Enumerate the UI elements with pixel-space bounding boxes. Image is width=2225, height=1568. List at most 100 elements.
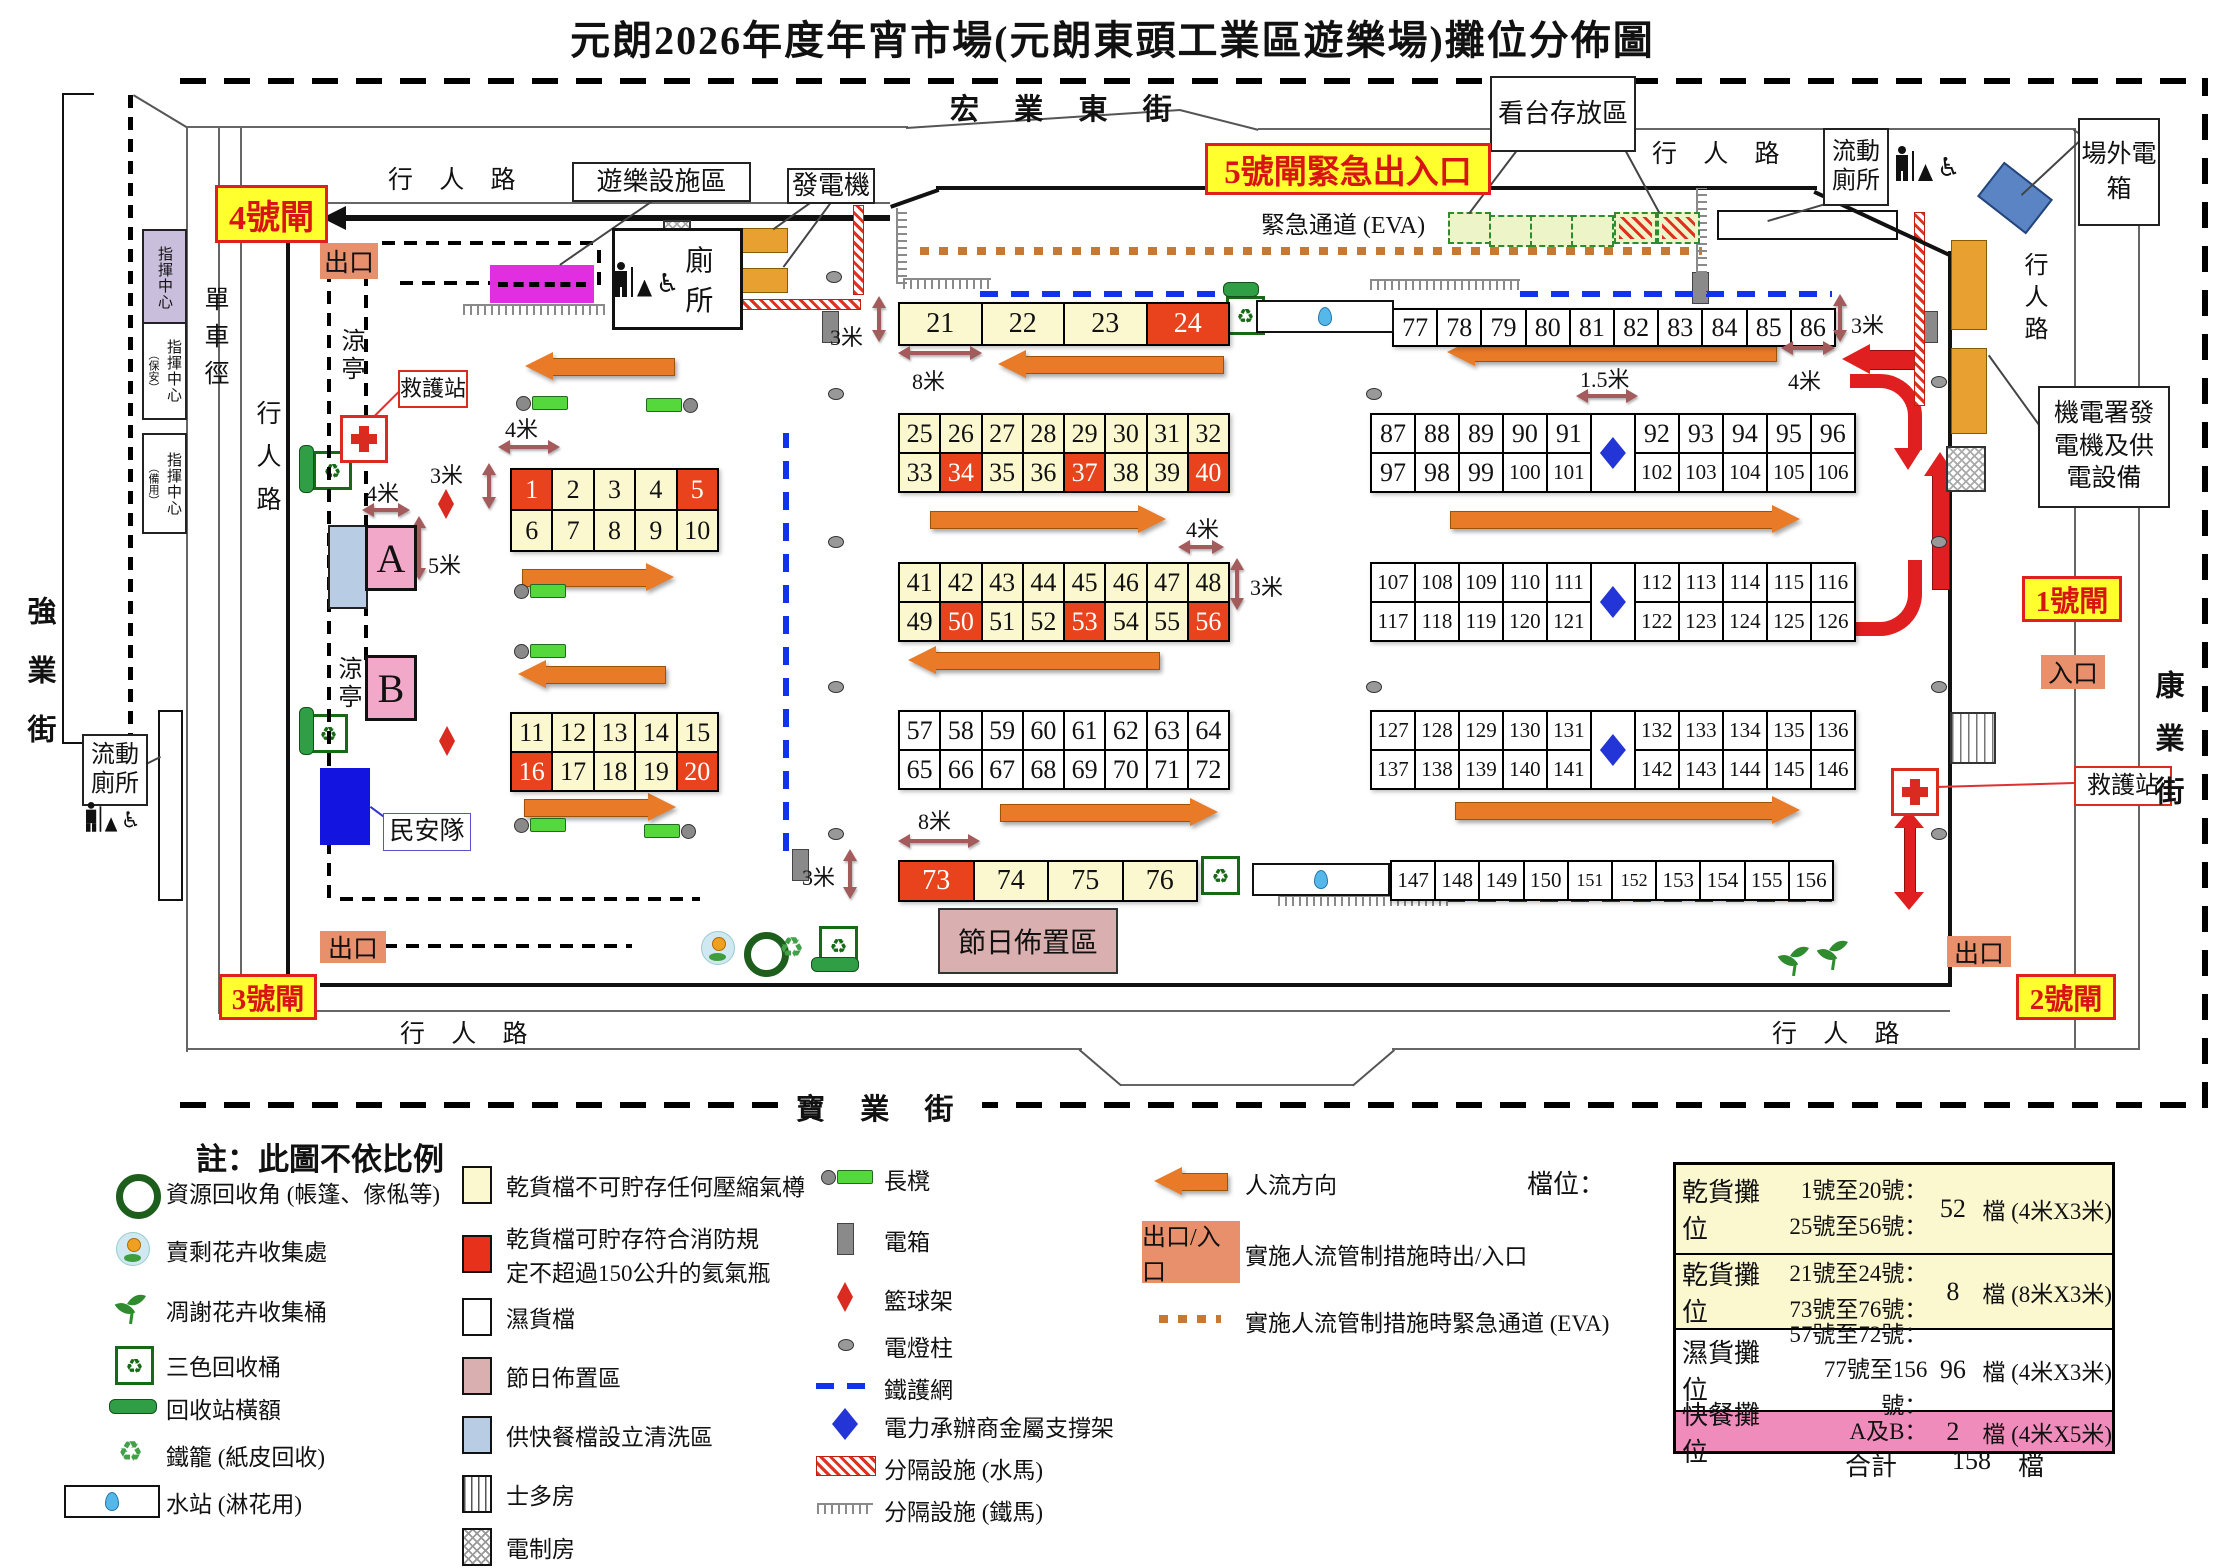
electric-box-icon [822, 311, 839, 343]
stall-cell: 112 [1635, 564, 1678, 601]
stall-cell: 57 [900, 712, 940, 749]
stall-cell: 86 [1791, 310, 1834, 345]
legend-label: 電箱 [884, 1230, 930, 1255]
measure-label: 8米 [912, 369, 946, 394]
stall-cell: 105 [1767, 454, 1810, 491]
wheelchair-icon: ♿ [1937, 153, 1961, 183]
eva-route-dots [920, 247, 1702, 255]
lamp-post-icon [1931, 376, 1947, 388]
stall-cell: 4 [636, 470, 676, 509]
measure-label: 4米 [1788, 369, 1822, 394]
legend-label: 三色回收桶 [166, 1355, 281, 1380]
stall-cell: 52 [1023, 603, 1063, 640]
legend-label: 回收站橫額 [166, 1398, 281, 1423]
stall-cell: 127 [1372, 712, 1414, 749]
stall-cell: 136 [1811, 712, 1854, 749]
legend-label: 實施人流管制措施時出/入口 [1245, 1244, 1528, 1269]
street-name-east: 康業街 [2151, 670, 2183, 829]
stall-cell: 128 [1415, 712, 1458, 749]
stall-cell: 3 [594, 470, 635, 509]
stall-cell: 54 [1106, 603, 1146, 640]
power-equipment [1951, 348, 1987, 434]
measure-label: 3米 [802, 865, 836, 890]
legend-swatch [462, 1298, 492, 1336]
female-icon [104, 817, 118, 832]
street-dash-east [2202, 78, 2208, 1108]
measure-label: 3米 [830, 325, 864, 350]
map-line [1120, 1084, 1354, 1086]
boundary-line [1260, 186, 1817, 190]
map-line [62, 742, 94, 744]
stall-cell: 5 [677, 470, 717, 509]
water-barrier [853, 205, 864, 295]
exit-box-bottomleft: 出口 [320, 931, 386, 963]
generator-label: 發電機 [787, 168, 875, 204]
store-room [1950, 712, 1996, 764]
toilet-icons: ♿ [86, 802, 141, 832]
eva-route-dots [1159, 1315, 1221, 1323]
flow-arrow [524, 793, 676, 821]
stall-cell: 151 [1568, 862, 1611, 899]
generator-unit [742, 228, 788, 253]
boundary-line [320, 202, 890, 204]
lamp-post-icon [828, 536, 844, 548]
stall-cell: 46 [1106, 564, 1146, 601]
power-support-diamond-icon [1599, 734, 1626, 766]
corridor-dash [364, 268, 368, 660]
water-barrier [737, 299, 861, 310]
measure-label: 4米 [505, 417, 539, 442]
map-line [62, 93, 94, 95]
flow-arrow [1000, 798, 1218, 826]
stall-cell: 23 [1065, 304, 1146, 344]
stall-cell: 10 [677, 511, 717, 550]
water-barrier [1914, 212, 1925, 406]
generator-unit [742, 268, 788, 293]
mobile-toilet-row [1717, 210, 1898, 240]
water-station [1252, 863, 1390, 896]
recycle-banner-icon [811, 957, 859, 972]
measure-label: 1.5米 [1580, 367, 1630, 392]
playground-label: 遊樂設施區 [572, 162, 751, 202]
table-count: 96 [1939, 1355, 1966, 1384]
stall-cell: 121 [1547, 603, 1590, 640]
table-total-unit: 檔 [2018, 1452, 2045, 1481]
measure-arrow [843, 849, 857, 899]
measure-arrow [1230, 558, 1244, 610]
stall-cell: 94 [1723, 415, 1766, 452]
first-aid-label: 救護站 [2074, 766, 2172, 806]
table-total-count: 158 [1952, 1446, 1991, 1475]
flow-arrow [1450, 505, 1800, 533]
stall-cell: 38 [1106, 454, 1146, 491]
stall-cell: 154 [1701, 862, 1744, 899]
stall-cell: 78 [1438, 310, 1481, 345]
stall-cell: 22 [982, 304, 1063, 344]
metal-barrier [903, 278, 991, 289]
legend-swatch [462, 1357, 492, 1395]
stall-cell: 146 [1811, 751, 1854, 788]
emsd-equipment-label: 機電署發電機及供電設備 [2038, 386, 2170, 508]
stall-cell: 111 [1547, 564, 1590, 601]
lamp-post-icon [1931, 681, 1947, 693]
table-ranges: 57號至72號：77號至156號： [1789, 1321, 1928, 1418]
boundary-arrow [322, 206, 890, 230]
stall-cell: 40 [1188, 454, 1228, 491]
first-aid-cross-icon [340, 415, 388, 463]
measure-arrow [362, 503, 410, 517]
basketball-stand-icon [439, 726, 455, 756]
lamp-post-icon [828, 681, 844, 693]
legend-swatch [462, 1235, 492, 1273]
red-flow-arrow [1924, 452, 1956, 590]
exit-entry-box: 出口/入口 [1142, 1221, 1240, 1286]
stall-cell: 138 [1415, 751, 1458, 788]
basketball-stand-icon [837, 1282, 853, 1312]
legend-label: 乾貨檔可貯存符合消防規 [506, 1227, 759, 1252]
stall-cell: 51 [982, 603, 1022, 640]
